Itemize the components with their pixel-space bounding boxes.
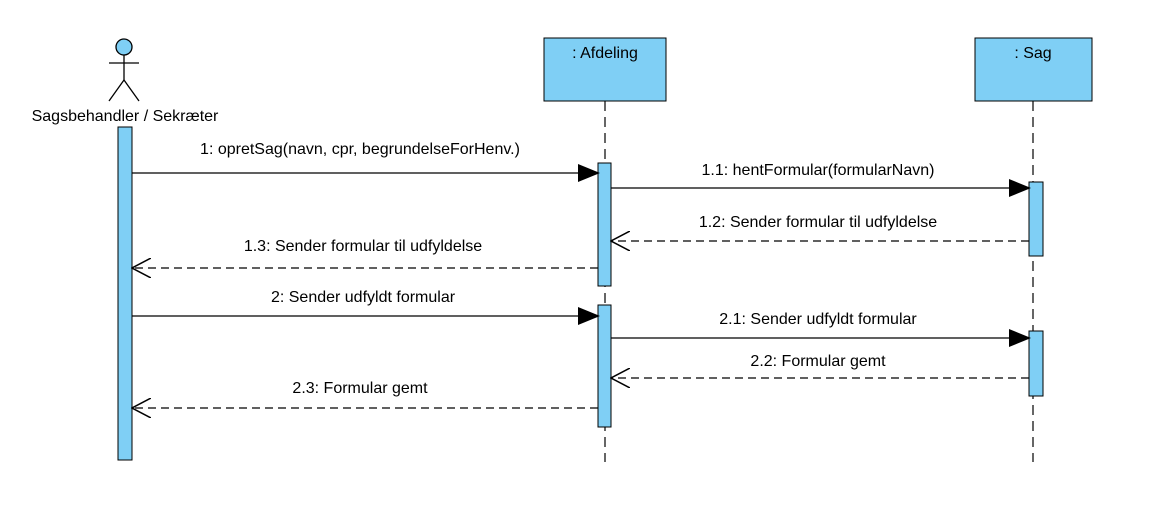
message-1-2-label: 1.2: Sender formular til udfyldelse — [699, 214, 937, 231]
activation-afdeling-2 — [597, 304, 612, 428]
message-2-label: 2: Sender udfyldt formular — [271, 289, 456, 306]
message-2-1-label: 2.1: Sender udfyldt formular — [719, 311, 917, 328]
actor-left-leg — [108, 79, 125, 102]
message-1-1-label: 1.1: hentFormular(formularNavn) — [702, 162, 935, 179]
activation-sag-1 — [1028, 181, 1044, 257]
activation-sag-2 — [1028, 330, 1044, 397]
message-1-3-label: 1.3: Sender formular til udfyldelse — [244, 238, 482, 255]
message-1-label: 1: opretSag(navn, cpr, begrundelseForHen… — [200, 141, 520, 158]
lifeline-sag-label: : Sag — [1014, 45, 1051, 62]
lifeline-afdeling-box[interactable] — [543, 37, 667, 102]
actor-name: Sagsbehandler / Sekræter — [32, 108, 219, 125]
activation-actor — [117, 126, 133, 461]
lifeline-afdeling-label: : Afdeling — [572, 45, 638, 62]
message-2-3-label: 2.3: Formular gemt — [292, 380, 428, 397]
actor-head — [115, 38, 133, 56]
actor-figure — [108, 38, 140, 102]
activation-afdeling-1 — [597, 162, 612, 287]
lifeline-sag-box[interactable] — [974, 37, 1093, 102]
actor-right-leg — [123, 79, 140, 102]
message-2-2-label: 2.2: Formular gemt — [750, 353, 886, 370]
